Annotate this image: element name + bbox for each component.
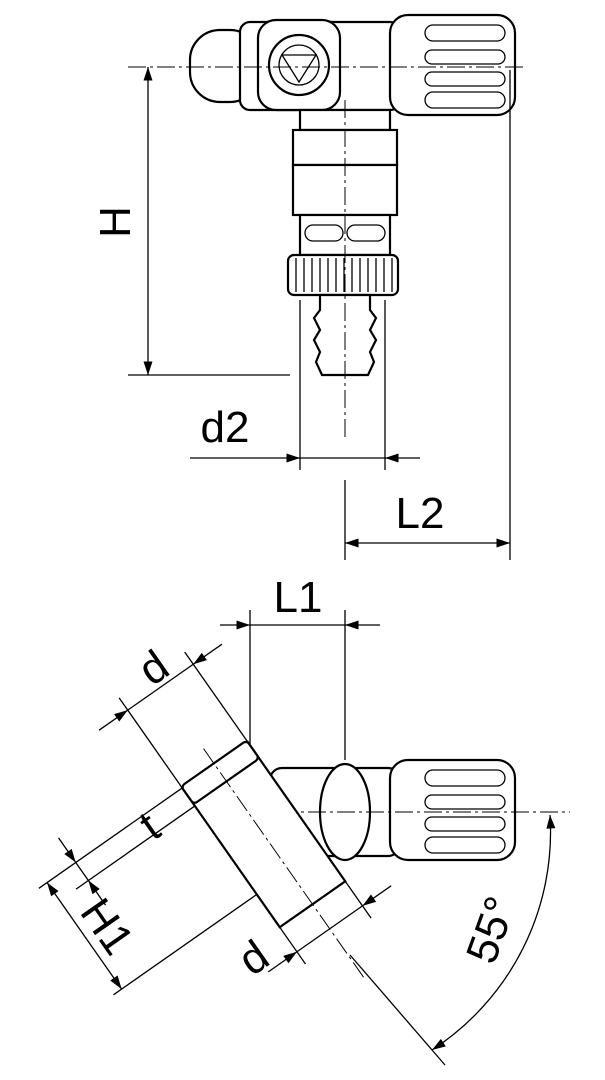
valve-knob-bottom [388,758,517,862]
knurled-nut [286,253,400,297]
label-h: H [91,206,140,238]
label-d2: d2 [201,403,250,452]
label-d-bottom: d [230,931,278,985]
label-d-top: d [130,641,178,695]
dimension-l2: L2 [344,70,511,560]
label-h1: H1 [71,890,143,964]
label-l2: L2 [396,489,445,538]
dimension-d2: d2 [190,300,420,470]
label-l1: L1 [274,573,323,622]
label-t: t [131,803,169,850]
angled-pipe-group [38,643,392,996]
valve-front-view [128,13,525,440]
valve-knob [388,13,517,117]
dimension-h: H [91,67,290,376]
label-angle: 55° [457,890,526,969]
